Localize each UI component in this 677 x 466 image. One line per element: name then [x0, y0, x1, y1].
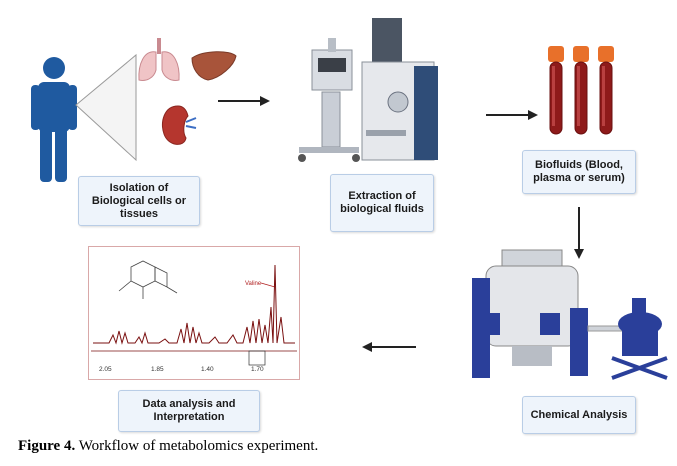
molecule-structure — [118, 260, 178, 299]
caption-label: Figure 4. — [18, 438, 76, 454]
spectrum-plot: Valine 2.05 1.85 1.40 1.70 — [91, 260, 297, 373]
data-analysis-step-label: Data analysis and Interpretation — [118, 390, 260, 432]
flow-arrow-3 — [574, 207, 584, 259]
isolation-step-label: Isolation of Biological cells or tissues — [78, 176, 200, 226]
nmr-spectrum-panel: Valine 2.05 1.85 1.40 1.70 — [88, 246, 300, 380]
biofluids-step-label: Biofluids (Blood, plasma or serum) — [522, 150, 636, 194]
extraction-instrument — [298, 18, 438, 162]
flow-arrow-2 — [486, 110, 538, 120]
kidney-icon — [162, 105, 197, 145]
figure-caption: Figure 4. Workflow of metabolomics exper… — [18, 438, 318, 455]
blood-tubes — [548, 46, 614, 135]
axis-tick: 2.05 — [99, 366, 112, 373]
axis-tick: 1.70 — [251, 366, 264, 373]
spectrum-trace — [93, 264, 295, 345]
axis-tick: 1.85 — [151, 366, 164, 373]
peak-label: Valine — [245, 281, 262, 287]
lungs-icon — [138, 38, 180, 81]
chemical-step-label: Chemical Analysis — [522, 396, 636, 434]
extraction-step-label: Extraction of biological fluids — [330, 174, 434, 232]
flow-arrow-1 — [218, 96, 270, 106]
person-figure — [31, 57, 77, 182]
caption-text: Workflow of metabolomics experiment. — [75, 438, 319, 454]
magnification-cone — [75, 53, 137, 162]
axis-tick: 1.40 — [201, 366, 214, 373]
highlight-box — [248, 350, 266, 366]
liver-icon — [191, 51, 237, 81]
nmr-instrument — [472, 249, 668, 380]
flow-arrow-4 — [362, 342, 416, 352]
